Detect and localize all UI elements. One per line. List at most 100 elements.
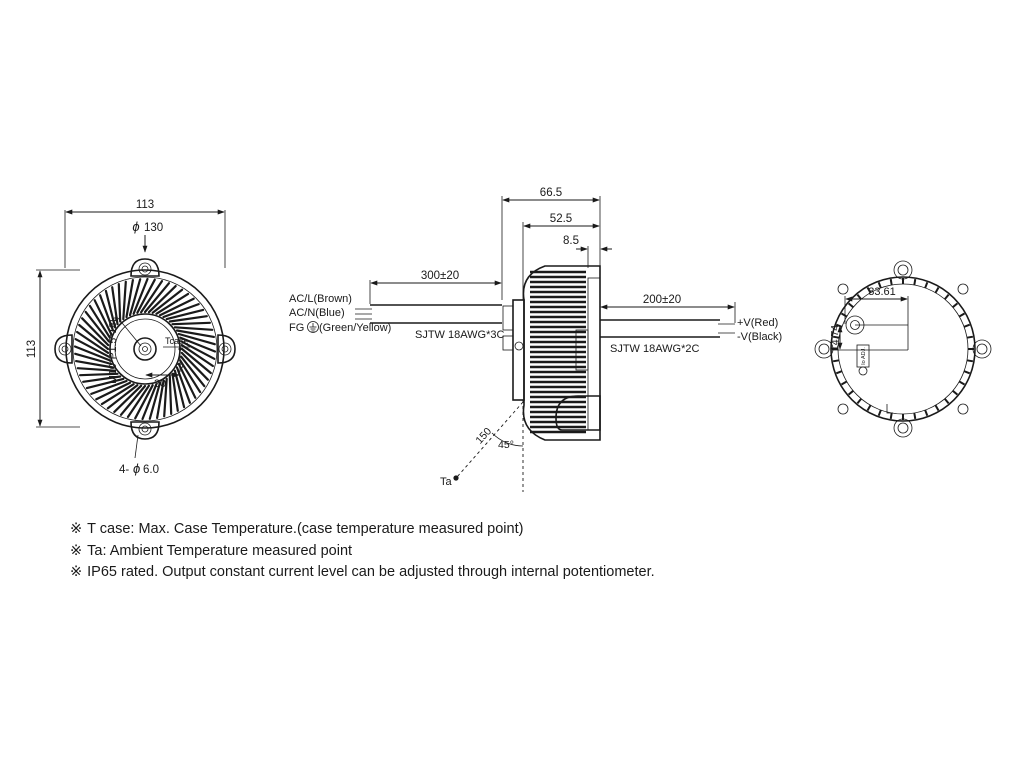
fin (140, 280, 164, 314)
edge-rib (924, 409, 929, 417)
edge-rib (952, 390, 959, 396)
fin (80, 317, 110, 347)
fin (180, 355, 206, 388)
edge-rib (866, 287, 872, 294)
fin (122, 280, 127, 321)
fin (147, 285, 177, 314)
fin (113, 384, 143, 413)
front-view: 113 ϕ 130 113 (26, 199, 236, 476)
fin (151, 288, 184, 314)
edge-rib (832, 359, 840, 363)
wire-vneg: -V(Black) (737, 331, 782, 343)
dim-ta-distance: 150 (473, 425, 494, 446)
fin (171, 321, 211, 326)
fin (177, 362, 197, 399)
fin (78, 323, 110, 351)
dim-front-height: 113 (26, 340, 38, 358)
fin (73, 345, 111, 362)
note-mark: ※ (70, 521, 83, 537)
fin (106, 384, 139, 410)
dim-tcase-y: 3 (175, 363, 186, 369)
edge-rib (944, 398, 950, 405)
heatsink-fins (73, 277, 217, 421)
fin (143, 282, 171, 314)
edge-rib (841, 380, 848, 386)
dim-tcase-x: 20 (154, 378, 166, 390)
fin (173, 326, 214, 331)
fin (163, 377, 168, 418)
dim-input-cable: 300±20 (421, 270, 459, 282)
fin (119, 384, 147, 416)
dim-total-length: 66.5 (540, 187, 562, 199)
fin (162, 303, 200, 319)
ground-icon (307, 321, 319, 333)
fin (93, 299, 113, 336)
fin (78, 372, 119, 377)
edge-rib (889, 412, 893, 420)
fin (100, 383, 135, 406)
edge-rib (847, 390, 854, 396)
edge-rib (934, 404, 940, 411)
fin (179, 359, 202, 394)
wire-fg-prefix: FG (289, 322, 304, 334)
fin (171, 372, 179, 412)
fin (74, 360, 115, 369)
fin (82, 375, 122, 383)
fin (128, 278, 142, 317)
mounting-ear-right (217, 334, 236, 364)
fin (74, 338, 110, 358)
edge-rib (952, 302, 959, 308)
fin (141, 383, 158, 421)
fin (177, 332, 216, 346)
dim-gap: 8.5 (563, 235, 579, 247)
edge-rib (913, 278, 917, 286)
dim-back-x: 33.61 (868, 286, 896, 298)
edge-rib (966, 335, 974, 339)
note-ip65: ※IP65 rated. Output constant current lev… (70, 562, 655, 584)
mounting-ear-top (130, 258, 160, 277)
back-edge-ribs (832, 278, 974, 420)
edge-rib (924, 281, 929, 289)
fin (90, 379, 128, 395)
ta-label: Ta (440, 476, 453, 488)
edge-rib (877, 409, 882, 417)
edge-rib (889, 278, 893, 286)
note-text: IP65 rated. Output constant current leve… (87, 564, 655, 580)
phi-symbol-holes: ϕ (133, 461, 140, 476)
dim-front-width: 113 (136, 199, 154, 211)
tcase-label: Tcase (165, 336, 189, 346)
fin (132, 277, 149, 315)
edge-rib (913, 412, 917, 420)
edge-rib (944, 293, 950, 300)
mounting-ear-left (54, 334, 73, 364)
fin (74, 352, 113, 366)
fin (125, 279, 134, 319)
fin (76, 367, 117, 372)
note-ta: ※Ta: Ambient Temperature measured point (70, 541, 655, 563)
edge-rib (958, 380, 965, 386)
note-mark: ※ (70, 542, 83, 559)
wire-acl: AC/L(Brown) (289, 293, 352, 305)
side-heatsink-fins (530, 270, 586, 434)
fin (134, 384, 154, 420)
dim-output-cable: 200±20 (643, 294, 681, 306)
side-view: 66.5 52.5 8.5 300±20 AC/L(Brown) AC/N(Bl… (289, 187, 782, 492)
fin (165, 308, 205, 321)
fin (180, 340, 216, 360)
edge-rib (963, 370, 971, 375)
dim-mount-hole-value: 6.0 (143, 464, 159, 476)
pot-label: Io ADJ. (861, 347, 867, 365)
note-tcase: ※T case: Max. Case Temperature.(case tem… (70, 519, 655, 541)
fin (85, 377, 125, 390)
wire-acn: AC/N(Blue) (289, 307, 345, 319)
dim-body-length: 52.5 (550, 213, 572, 225)
fin (75, 330, 110, 354)
output-cable-type: SJTW 18AWG*2C (610, 343, 699, 355)
phi-symbol: ϕ (132, 219, 139, 234)
fin (88, 304, 111, 339)
wire-fg-suffix: (Green/Yellow) (319, 322, 391, 334)
mounting-ear-bottom (130, 421, 160, 440)
wire-vpos: +V(Red) (737, 317, 778, 329)
dim-mount-hole-prefix: 4- (119, 464, 129, 476)
